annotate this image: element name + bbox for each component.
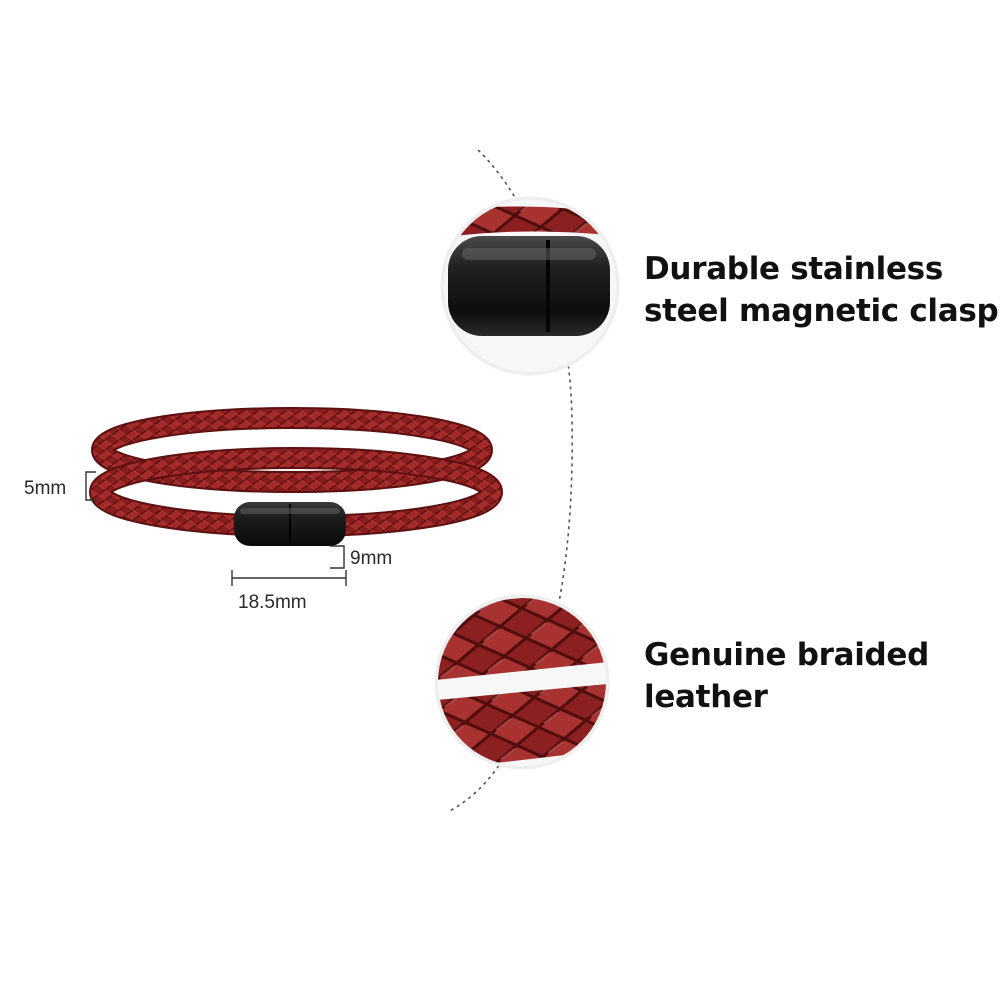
feature-leather-line-2: leather [644, 679, 768, 715]
bracelet-image [89, 407, 503, 546]
dimension-cord [85, 471, 96, 501]
dimension-label-5mm: 5mm [24, 478, 66, 499]
feature-clasp-line-1: Durable stainless [644, 251, 943, 287]
dimension-label-18-5mm: 18.5mm [238, 592, 307, 613]
feature-clasp-text: Durable stainless steel magnetic clasp [644, 248, 999, 332]
feature-leather-text: Genuine braided leather [644, 634, 929, 718]
dimension-clasp-length [231, 570, 347, 586]
zoom-circle-leather [434, 594, 610, 770]
dimension-label-9mm: 9mm [350, 548, 392, 569]
feature-leather-line-1: Genuine braided [644, 637, 930, 673]
zoom-circle-clasp [440, 196, 620, 376]
feature-clasp-line-2: steel magnetic clasp [644, 293, 999, 329]
clasp [234, 502, 346, 546]
dimension-clasp-height [330, 545, 345, 569]
